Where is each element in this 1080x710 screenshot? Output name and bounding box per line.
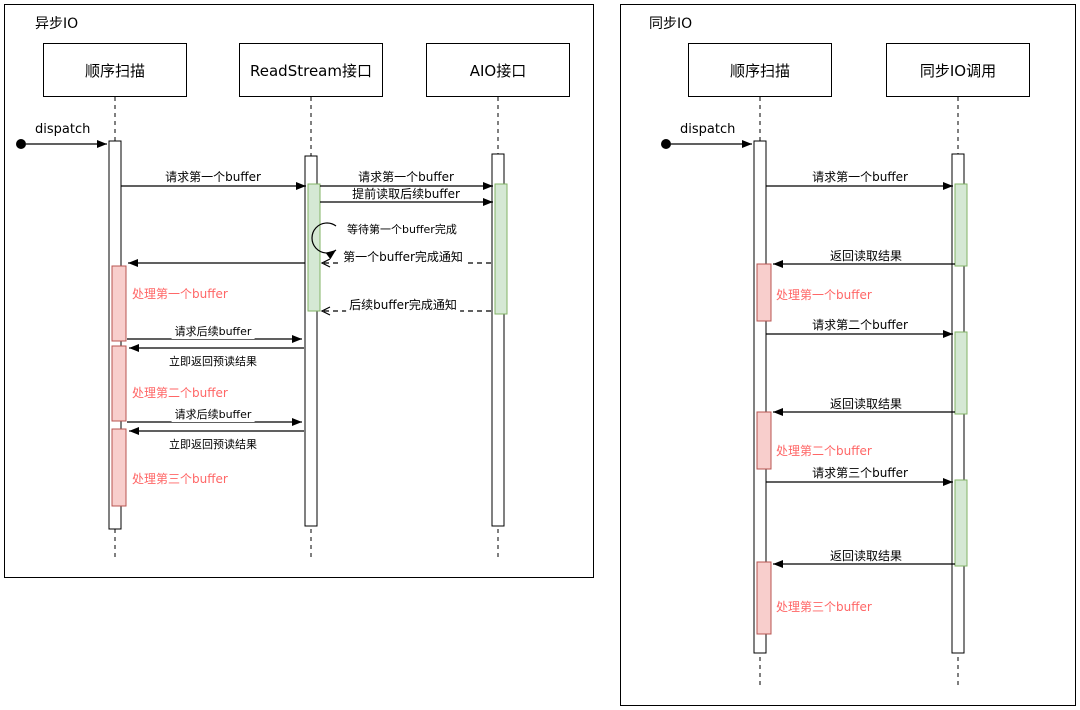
activation-sync-read1 xyxy=(954,183,968,267)
dispatch-start-dot xyxy=(16,139,26,149)
msg-request-second-sync: 请求第二个buffer xyxy=(809,318,911,332)
msg-first-buffer-done-notify: 第一个buffer完成通知 xyxy=(340,250,466,264)
dispatch-start-dot-sync xyxy=(661,139,671,149)
actor-aio: AIO接口 xyxy=(426,43,570,97)
msg-readahead-next-buffer: 提前读取后续buffer xyxy=(349,187,463,201)
note-process-buffer2-sync: 处理第二个buffer xyxy=(776,444,872,458)
self-loop-wait-arrow xyxy=(311,222,337,260)
activation-process-buffer2-sync xyxy=(756,411,772,470)
panel-title-async: 异步IO xyxy=(35,16,79,32)
msg-next-buffer-done-notify: 后续buffer完成通知 xyxy=(346,298,460,312)
dispatch-label-sync: dispatch xyxy=(680,122,736,137)
note-process-buffer2-async: 处理第二个buffer xyxy=(132,386,228,400)
msg-return-preread-1: 立即返回预读结果 xyxy=(166,355,260,369)
msg-return-third-sync: 返回读取结果 xyxy=(826,549,906,563)
note-process-buffer1-sync: 处理第一个buffer xyxy=(776,288,872,302)
actor-readstream: ReadStream接口 xyxy=(239,43,383,97)
msg-return-second-sync: 返回读取结果 xyxy=(826,397,906,411)
activation-process-buffer3-sync xyxy=(756,561,772,635)
dispatch-label-async: dispatch xyxy=(35,122,91,137)
activation-sync-read3 xyxy=(954,479,968,567)
async-sequence-canvas xyxy=(16,97,508,561)
async-io-panel: 异步IO 顺序扫描 ReadStream接口 AIO接口 dispatch 请求… xyxy=(4,4,594,578)
panel-title-sync: 同步IO xyxy=(649,16,693,32)
note-process-buffer3-async: 处理第三个buffer xyxy=(132,472,228,486)
sync-io-panel: 同步IO 顺序扫描 同步IO调用 dispatch 请求第一个buffer 返回… xyxy=(620,4,1076,706)
activation-readstream-busy xyxy=(307,183,321,312)
activation-aio-busy xyxy=(494,183,508,315)
msg-return-preread-2: 立即返回预读结果 xyxy=(166,438,260,452)
actor-sync-io-call: 同步IO调用 xyxy=(886,43,1030,97)
actor-seq-scan-async: 顺序扫描 xyxy=(43,43,187,97)
note-process-buffer3-sync: 处理第三个buffer xyxy=(776,600,872,614)
actor-seq-scan-sync: 顺序扫描 xyxy=(688,43,832,97)
msg-request-first-buffer-1: 请求第一个buffer xyxy=(162,170,264,184)
note-process-buffer1-async: 处理第一个buffer xyxy=(132,287,228,301)
activation-process-buffer2 xyxy=(111,345,127,422)
msg-request-first-sync: 请求第一个buffer xyxy=(809,170,911,184)
msg-request-next-buffer-1: 请求后续buffer xyxy=(171,325,255,339)
activation-sync-read2 xyxy=(954,331,968,415)
msg-wait-first-buffer: 等待第一个buffer完成 xyxy=(345,221,459,237)
activation-process-buffer1-sync xyxy=(756,263,772,322)
activation-process-buffer1 xyxy=(111,265,127,342)
msg-request-third-sync: 请求第三个buffer xyxy=(809,466,911,480)
msg-return-first-sync: 返回读取结果 xyxy=(826,249,906,263)
msg-request-first-buffer-2: 请求第一个buffer xyxy=(355,170,457,184)
msg-request-next-buffer-2: 请求后续buffer xyxy=(171,408,255,422)
sync-sequence-canvas xyxy=(661,97,968,689)
activation-process-buffer3 xyxy=(111,428,127,507)
